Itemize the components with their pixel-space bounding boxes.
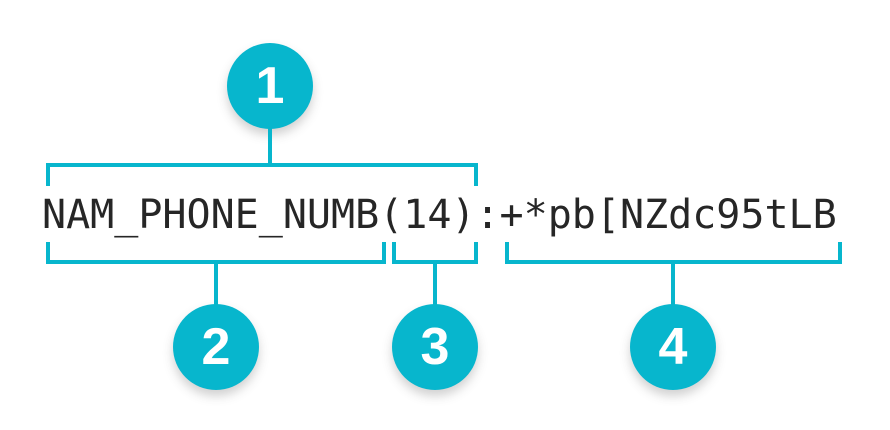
callout-1-connector-line <box>268 127 272 165</box>
callout-number-2: 2 <box>201 318 231 376</box>
code-string: NAM_PHONE_NUMB(14):+*pb[NZdc95tLB <box>42 192 837 238</box>
callout-4-connector-line <box>671 262 675 307</box>
callout-badge-4: 4 <box>630 304 716 390</box>
callout-badge-2: 2 <box>173 304 259 390</box>
callout-number-3: 3 <box>420 318 450 376</box>
callout-2-connector-line <box>214 262 218 307</box>
callout-badge-3: 3 <box>392 304 478 390</box>
length-span-bracket <box>392 242 478 264</box>
callout-badge-1: 1 <box>227 43 313 129</box>
token-span-bracket <box>46 163 478 186</box>
callout-3-connector-line <box>433 262 437 307</box>
callout-number-4: 4 <box>658 318 688 376</box>
callout-number-1: 1 <box>255 57 285 115</box>
infotype-span-bracket <box>46 242 386 264</box>
value-span-bracket <box>505 242 842 264</box>
